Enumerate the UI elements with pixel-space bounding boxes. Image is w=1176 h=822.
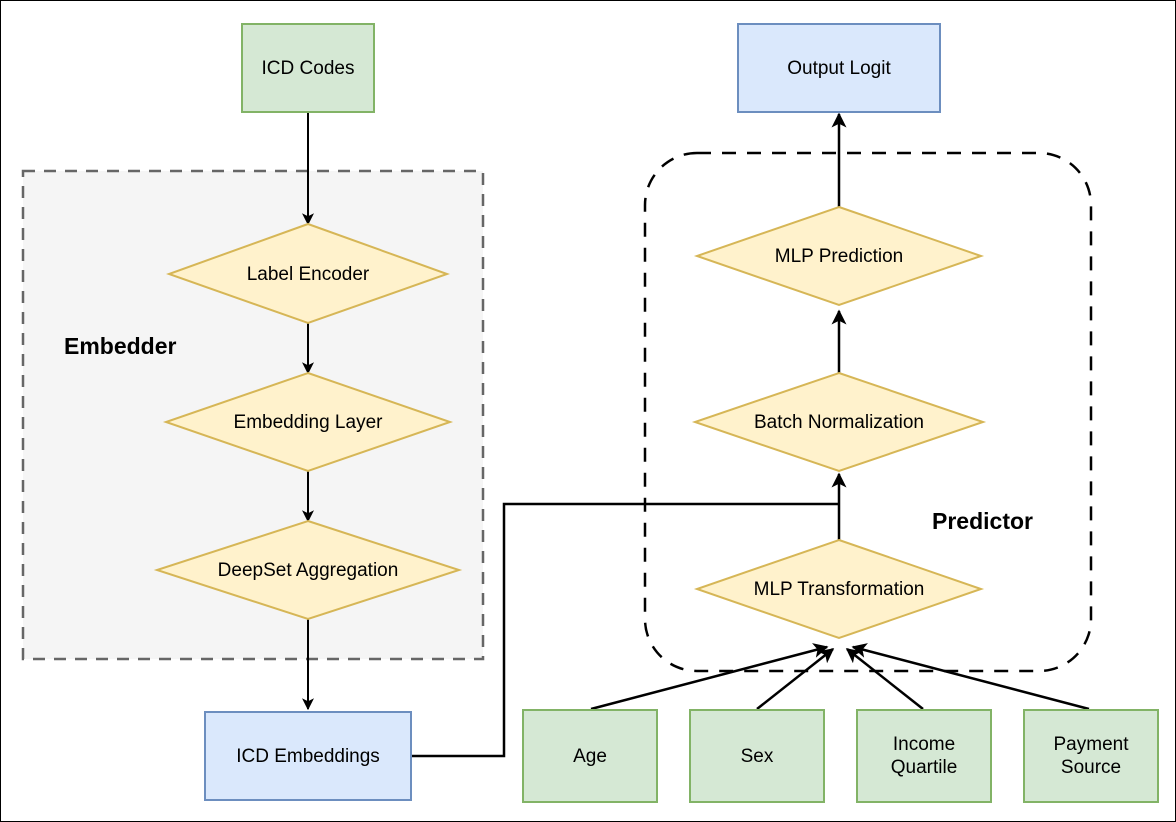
- node-sex-shape[interactable]: [689, 709, 825, 803]
- node-batch-normalization-shape[interactable]: [691, 371, 987, 473]
- node-payment-source-shape[interactable]: [1023, 709, 1159, 803]
- edge-payment-source-to-mlp-transformation: [851, 643, 1090, 711]
- edge-sex-to-mlp-transformation: [756, 648, 835, 710]
- node-mlp-transformation-shape[interactable]: [693, 538, 985, 640]
- node-icd-embeddings-shape[interactable]: [204, 711, 412, 801]
- edge-income-quartile-to-mlp-transformation: [845, 648, 924, 710]
- node-mlp-prediction-shape[interactable]: [693, 205, 985, 307]
- node-output-logit-shape[interactable]: [737, 23, 941, 113]
- node-age-shape[interactable]: [522, 709, 658, 803]
- group-embedder-label: Embedder: [64, 333, 177, 359]
- node-deepset-aggregation-shape[interactable]: [153, 519, 463, 621]
- group-predictor-label: Predictor: [932, 508, 1033, 534]
- edge-icd-embeddings-to-batch-normalization: [411, 502, 839, 758]
- group-predictor-box: [643, 151, 1093, 673]
- node-income-quartile-shape[interactable]: [856, 709, 992, 803]
- edge-age-to-mlp-transformation: [590, 643, 829, 711]
- node-label-encoder-shape[interactable]: [166, 222, 450, 325]
- node-icd-codes-shape[interactable]: [241, 23, 375, 113]
- node-embedding-layer-shape[interactable]: [162, 371, 454, 473]
